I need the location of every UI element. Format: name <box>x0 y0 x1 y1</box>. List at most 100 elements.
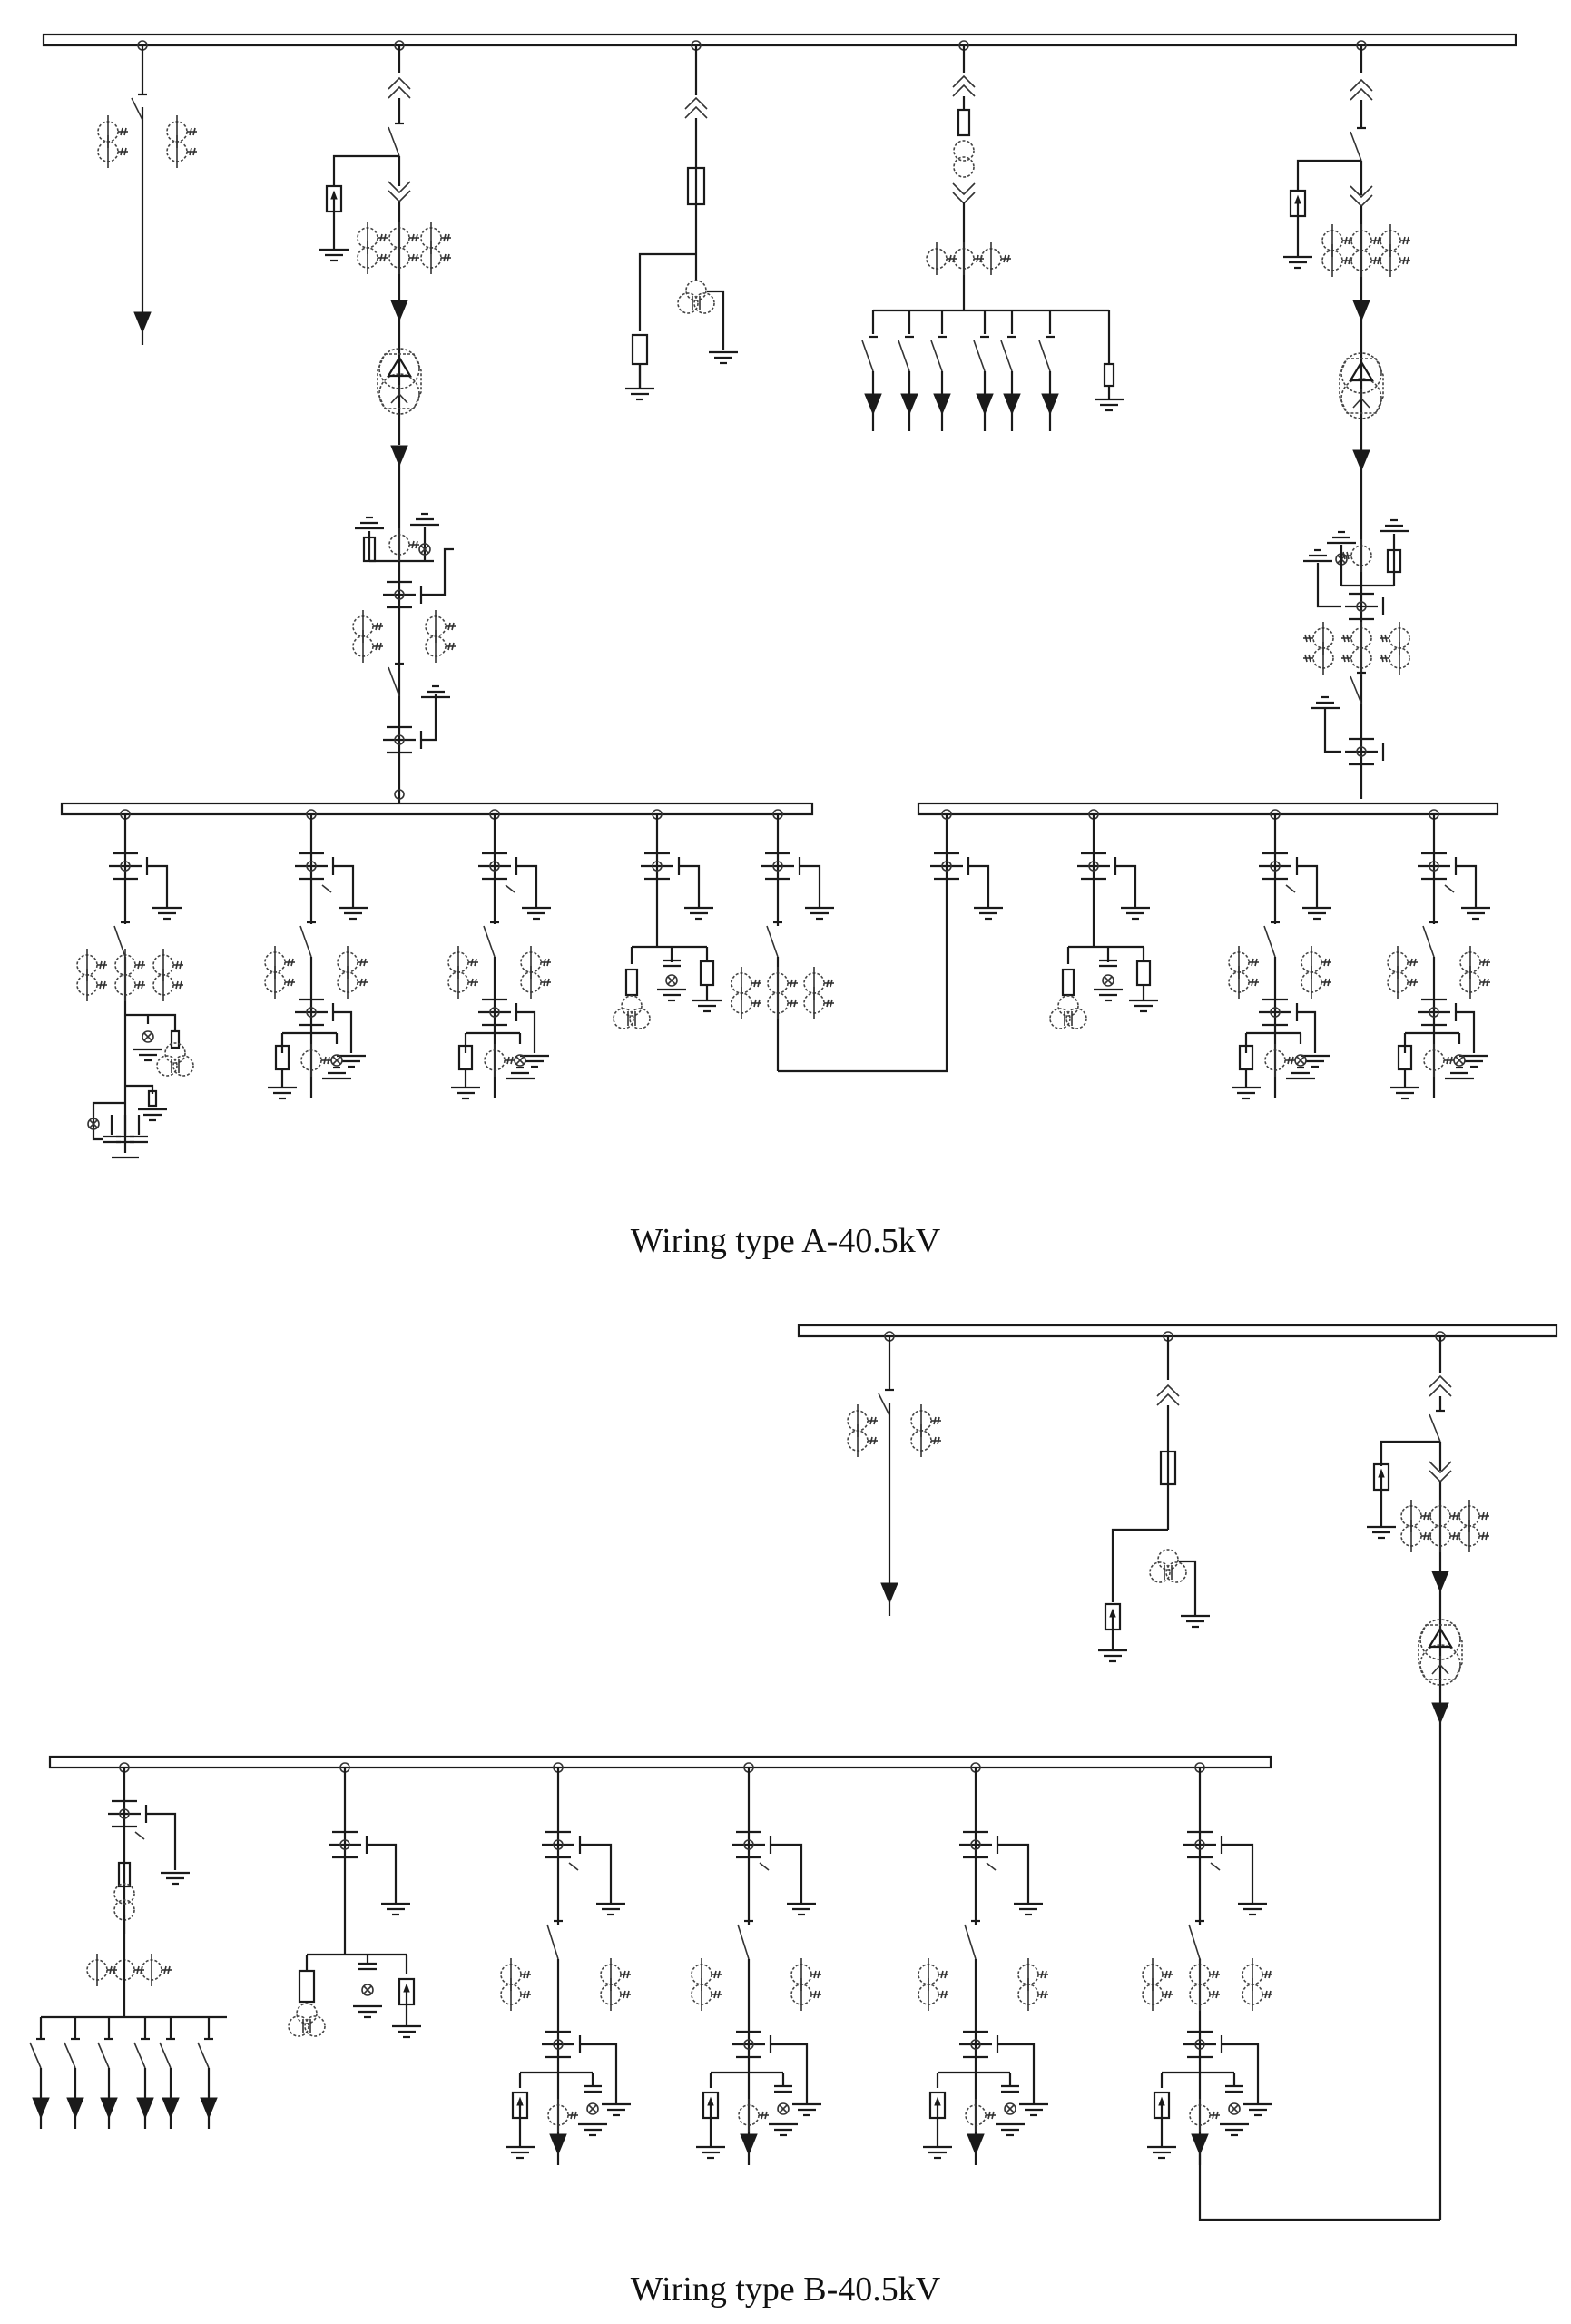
capacitor-icon <box>584 2084 602 2093</box>
feeder-outgoing <box>691 1762 821 2165</box>
section-busbar-a-left <box>60 802 948 1159</box>
wiring-diagram-b <box>29 1324 1558 2221</box>
circuit-breaker-icon <box>641 852 681 881</box>
fuse-icon <box>957 108 971 137</box>
current-transformer-icon <box>1429 1520 1460 1552</box>
power-transformer-icon <box>1418 1619 1463 1686</box>
withdrawable-contact-icon <box>388 76 411 99</box>
current-transformer-icon <box>152 969 183 1001</box>
disconnector-icon <box>133 2037 150 2069</box>
ground-icon <box>353 2004 382 2019</box>
current-transformer-pair-icon <box>425 610 456 663</box>
surge-arrester-icon <box>702 2091 720 2120</box>
ground-icon <box>996 2122 1025 2137</box>
current-transformer-icon <box>980 242 1011 275</box>
current-transformer-pair-icon <box>1429 1500 1460 1552</box>
load-arrow-icon <box>880 1582 898 1605</box>
ground-icon <box>1238 1902 1267 1916</box>
current-transformer-icon <box>76 969 107 1001</box>
ground-icon <box>1459 1054 1488 1068</box>
voltage-transformer-icon <box>288 2003 326 2037</box>
indicator-lamp-icon <box>1004 2102 1016 2115</box>
current-transformer-pair-icon <box>731 967 761 1019</box>
indicator-lamp-icon <box>1453 1054 1466 1067</box>
capacitor-icon <box>130 1135 148 1144</box>
current-transformer-icon <box>1228 966 1259 999</box>
current-transformer-pair-icon <box>352 610 383 663</box>
capacitor-icon <box>1225 2084 1243 2093</box>
indicator-lamp-icon <box>1294 1054 1307 1067</box>
circuit-breaker-icon <box>295 852 335 881</box>
fuse-icon <box>1103 362 1115 388</box>
feeder-outgoing-line <box>97 40 197 345</box>
load-arrow-icon <box>1352 300 1370 322</box>
ground-icon <box>337 1054 366 1068</box>
feeder-outgoing <box>1228 809 1331 1100</box>
current-transformer-pair-icon <box>166 115 197 168</box>
current-transformer-pair-icon <box>357 222 388 274</box>
current-transformer-pair-icon <box>1387 946 1418 999</box>
current-transformer-icon <box>420 241 451 274</box>
disconnector-icon <box>1263 921 1280 958</box>
current-transformer-pair-icon <box>1341 622 1372 675</box>
current-transformer-icon <box>425 630 456 663</box>
disconnector-icon <box>1038 335 1055 372</box>
disconnector-icon <box>737 1919 753 1960</box>
disconnector-icon <box>861 335 878 372</box>
ground-icon <box>657 988 686 1002</box>
current-transformer-pair-icon <box>767 967 798 1019</box>
surge-arrester-icon <box>928 2091 947 2120</box>
load-arrow-icon <box>133 311 152 334</box>
ground-icon <box>1243 2102 1272 2117</box>
feeder-outgoing <box>500 1762 631 2165</box>
current-transformer-icon <box>1321 244 1352 277</box>
circuit-breaker-icon <box>329 1830 368 1859</box>
current-transformer-icon <box>97 135 128 168</box>
current-transformer-pair-icon <box>1303 622 1334 675</box>
disconnector-icon <box>878 1388 894 1416</box>
feeder-capacitor-bank <box>76 809 194 1159</box>
ground-icon <box>923 2145 952 2160</box>
current-transformer-icon <box>547 2099 578 2132</box>
disconnector-icon <box>1350 671 1366 704</box>
current-transformer-icon <box>86 1954 117 1986</box>
indicator-lamp-icon <box>330 1054 343 1067</box>
current-transformer-icon <box>1341 539 1372 572</box>
ground-icon <box>578 2122 607 2137</box>
circuit-breaker-icon <box>732 2030 772 2059</box>
disconnector-icon <box>1188 1919 1204 1960</box>
disconnector-icon <box>97 2037 113 2069</box>
withdrawable-contact-icon <box>684 96 708 119</box>
current-transformer-icon <box>953 242 984 275</box>
ground-icon <box>1380 518 1409 533</box>
surge-arrester-icon <box>1289 189 1307 218</box>
current-transformer-pair-icon <box>1380 224 1410 277</box>
feeder-outgoing <box>447 809 551 1100</box>
current-transformer-icon <box>141 1954 172 1986</box>
ground-icon <box>410 512 439 527</box>
disconnector-icon <box>898 335 914 372</box>
circuit-breaker-icon <box>930 852 970 881</box>
disconnector-icon <box>546 1919 563 1960</box>
fuse-icon <box>298 1969 316 2004</box>
feeder-voltage-transformer <box>613 809 722 1029</box>
ground-icon <box>596 1902 625 1916</box>
current-transformer-icon <box>1350 244 1381 277</box>
fuse-icon <box>1135 960 1152 987</box>
capacitor-icon <box>358 1962 377 1971</box>
ground-icon <box>1014 1902 1043 1916</box>
circuit-breaker-icon <box>108 1799 148 1828</box>
ground-icon <box>1390 1086 1419 1100</box>
current-transformer-icon <box>847 1424 878 1457</box>
circuit-breaker-icon <box>1418 852 1458 881</box>
ground-icon <box>355 516 384 530</box>
circuit-breaker-icon <box>478 852 518 881</box>
current-transformer-pair-icon <box>691 1958 722 2011</box>
current-transformer-icon <box>1423 1044 1454 1077</box>
disconnector-icon <box>388 122 404 157</box>
ground-icon <box>522 906 551 921</box>
distribution-busbar-b <box>29 1755 1272 2165</box>
ground-icon <box>1220 2122 1249 2137</box>
feeder-voltage-transformer <box>625 40 738 401</box>
feeder-voltage-transformer <box>288 1762 421 2039</box>
